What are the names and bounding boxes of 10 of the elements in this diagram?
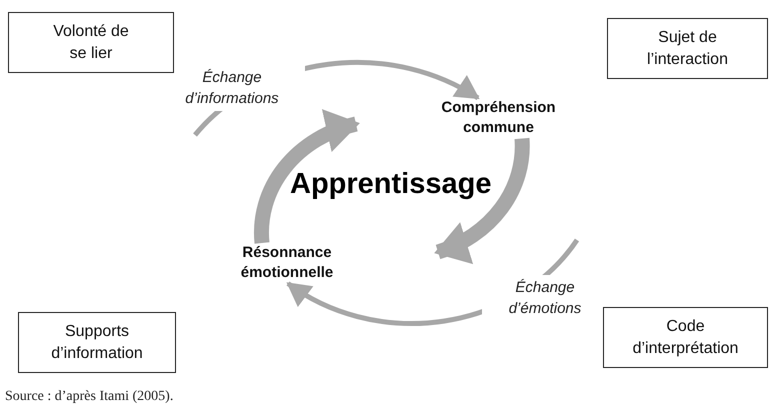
stage-label: Résonnance émotionnelle [228, 243, 346, 284]
curved-arrow [254, 111, 360, 244]
source-caption: Source : d’après Itami (2005). [5, 389, 174, 405]
curved-arrow [434, 138, 530, 262]
factor-box: Supports d’information [18, 312, 176, 374]
factor-box: Volonté de se lier [8, 12, 174, 74]
central-label: Apprentissage [290, 168, 490, 201]
factor-box: Sujet de l’interaction [607, 18, 768, 80]
factor-box: Code d’interprétation [603, 307, 768, 368]
stage-label: Compréhension commune [436, 98, 561, 138]
